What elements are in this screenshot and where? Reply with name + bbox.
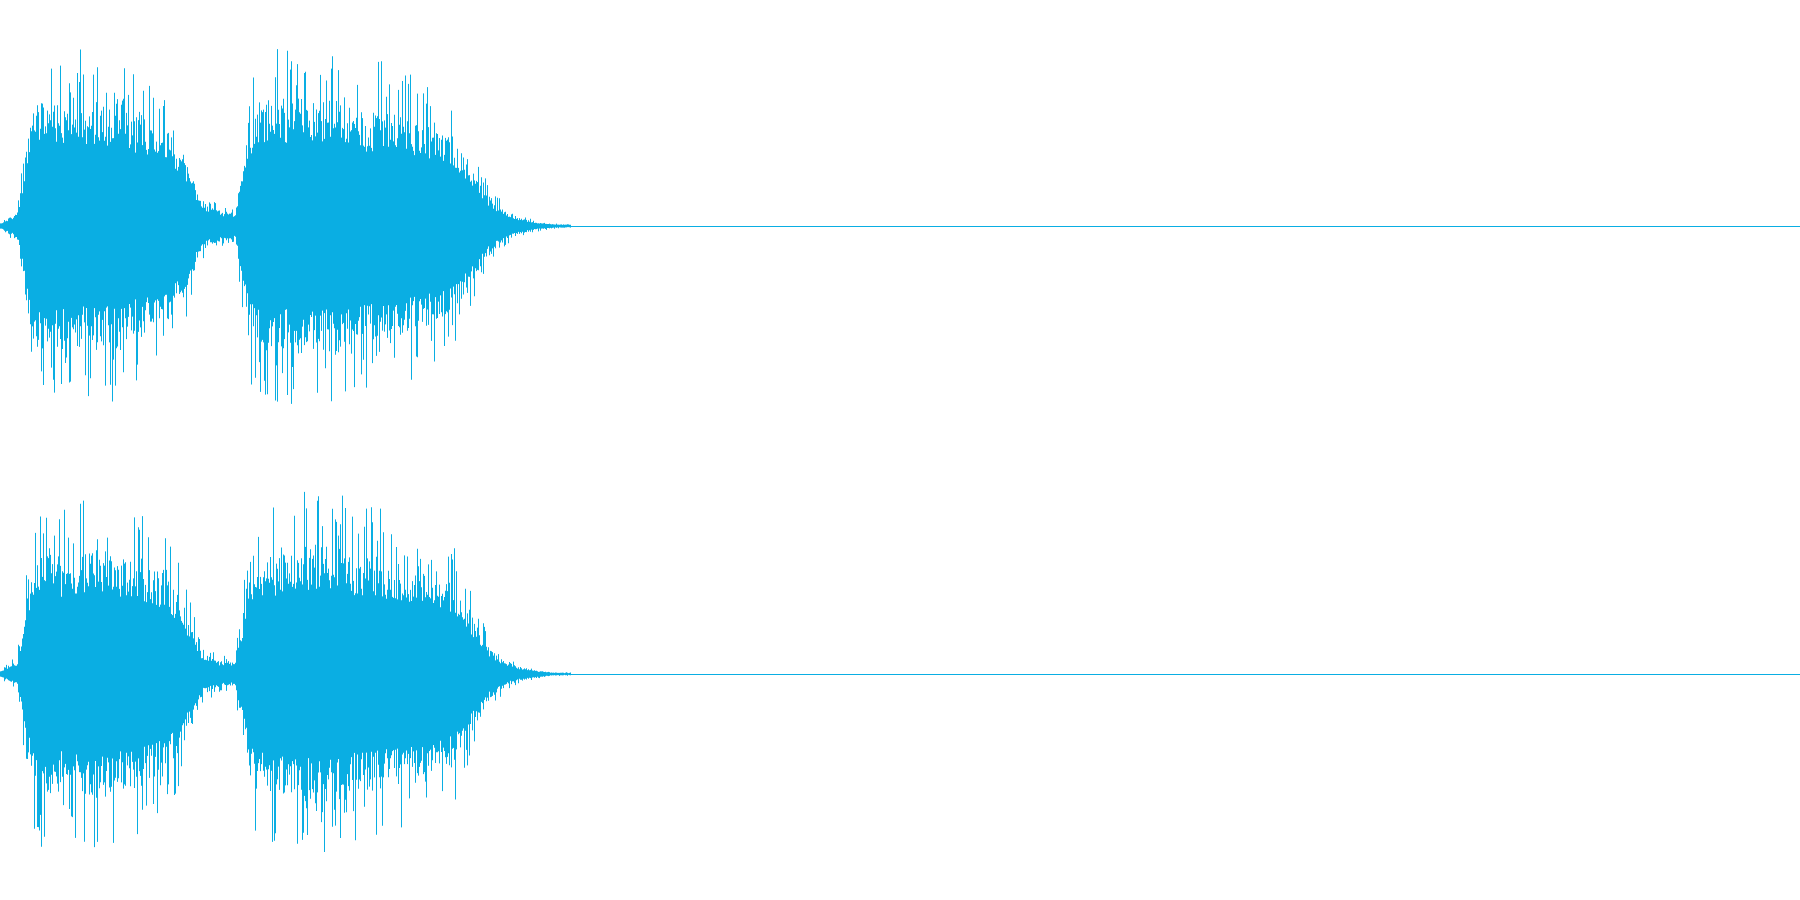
waveform-signal [0, 491, 571, 852]
channel-1-waveform [0, 49, 1800, 404]
channel-2-waveform [0, 491, 1800, 852]
waveform-signal [0, 49, 571, 404]
